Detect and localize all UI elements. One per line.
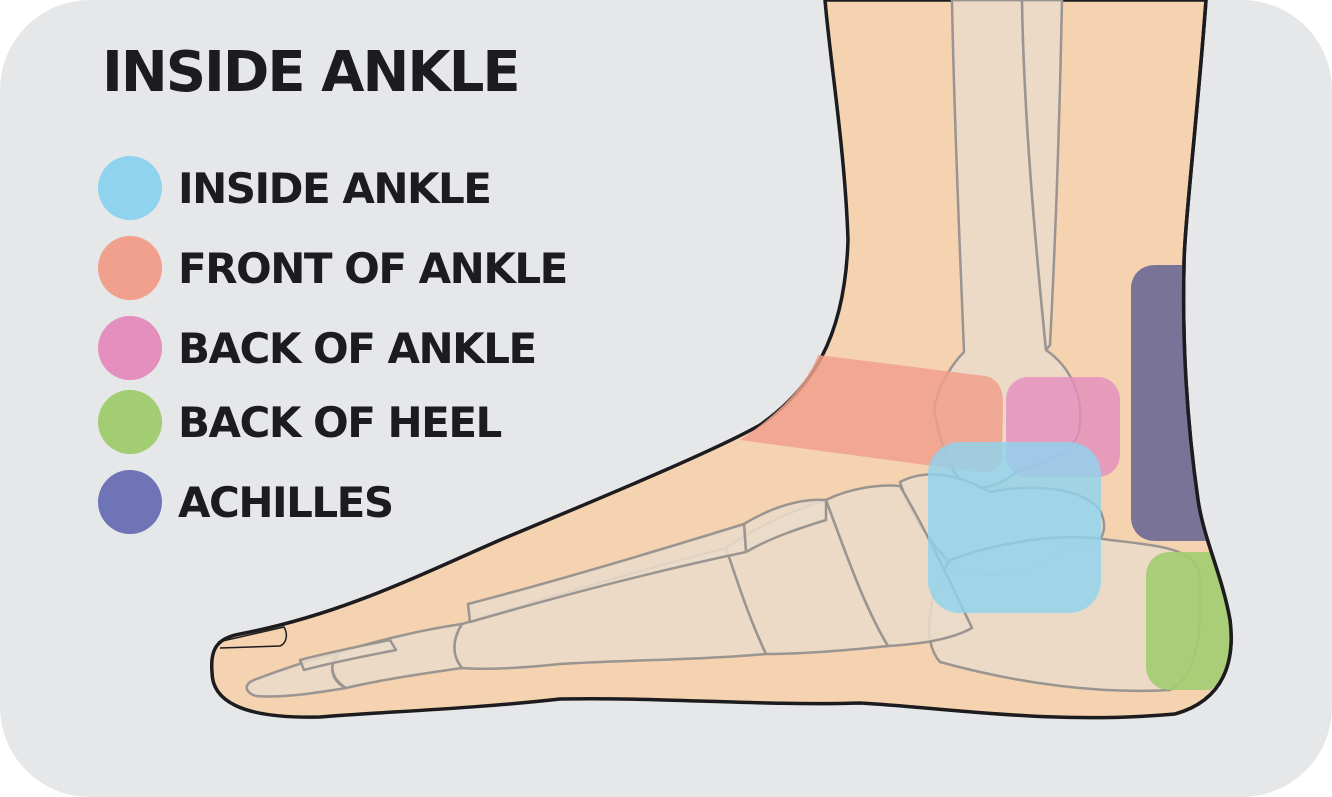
legend-swatch-back-of-heel <box>98 390 162 454</box>
fibula-bone <box>1020 0 1064 352</box>
intermediate-cuneiform-bone <box>742 498 828 554</box>
inside-ankle-region <box>928 442 1101 613</box>
toenail <box>217 626 288 649</box>
legend-label-inside-ankle: INSIDE ANKLE <box>178 164 492 213</box>
legend-swatch-front-of-ankle <box>98 236 162 300</box>
foot-outline <box>1174 0 1233 716</box>
legend-item-achilles: ACHILLES <box>98 470 618 534</box>
legend-label-front-of-ankle: FRONT OF ANKLE <box>178 244 568 293</box>
front-of-ankle-region <box>740 355 1003 473</box>
legend-item-back-of-ankle: BACK OF ANKLE <box>98 316 618 380</box>
back-of-heel-region <box>1146 552 1231 690</box>
foot-bones <box>245 0 1202 698</box>
lesser-toe-bone <box>298 638 398 672</box>
second-metatarsal-bone <box>466 522 748 624</box>
legend-swatch-back-of-ankle <box>98 316 162 380</box>
achilles-region <box>1131 265 1210 541</box>
legend-label-back-of-ankle: BACK OF ANKLE <box>178 324 537 373</box>
legend-label-back-of-heel: BACK OF HEEL <box>178 398 502 447</box>
page-title: INSIDE ANKLE <box>102 40 521 105</box>
legend-item-inside-ankle: INSIDE ANKLE <box>98 156 618 220</box>
legend-swatch-inside-ankle <box>98 156 162 220</box>
legend-swatch-achilles <box>98 470 162 534</box>
legend-item-back-of-heel: BACK OF HEEL <box>98 390 618 454</box>
legend-item-front-of-ankle: FRONT OF ANKLE <box>98 236 618 300</box>
legend-label-achilles: ACHILLES <box>178 478 394 527</box>
